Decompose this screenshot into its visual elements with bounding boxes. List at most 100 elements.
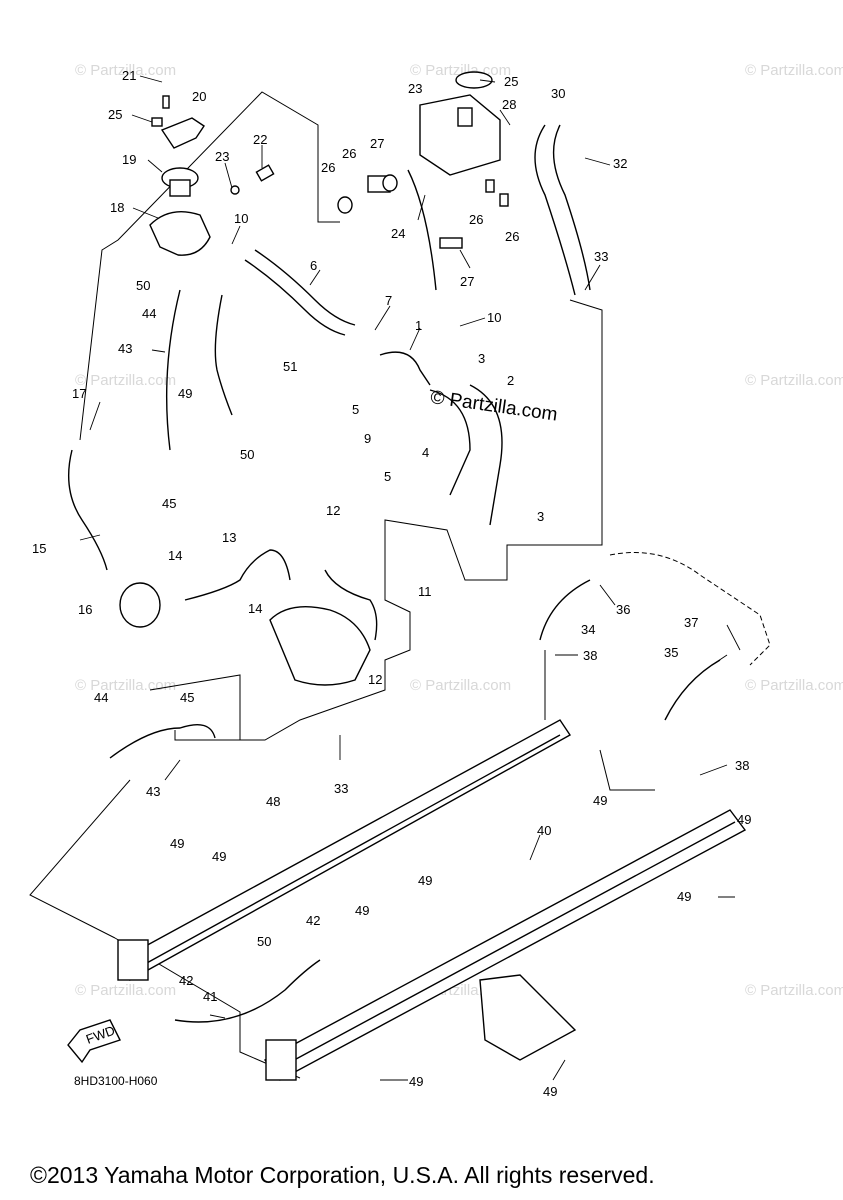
leader	[726, 624, 741, 651]
hoses	[67, 124, 771, 1023]
leader	[499, 109, 511, 126]
leader	[409, 327, 421, 351]
radiator-37-face	[124, 734, 561, 976]
leader	[584, 157, 611, 166]
hose-2	[469, 384, 503, 526]
callout: 10	[234, 211, 248, 226]
sensor	[255, 164, 275, 182]
watermark: © Partzilla.com	[745, 62, 843, 79]
callout: 43	[118, 341, 132, 356]
callout: 24	[391, 226, 405, 241]
callout: 49	[677, 889, 691, 904]
callout: 44	[94, 690, 108, 705]
callout: 42	[306, 913, 320, 928]
callout: 4	[422, 445, 429, 460]
clip	[151, 117, 163, 127]
callout: 35	[664, 645, 678, 660]
callout: 22	[253, 132, 267, 147]
hose-46	[165, 289, 181, 451]
callout: 26	[321, 160, 335, 175]
callout: 37	[684, 615, 698, 630]
right-group-line	[174, 299, 603, 741]
leader	[147, 159, 163, 173]
water-pump-assembly	[119, 582, 371, 686]
callout: 14	[248, 601, 262, 616]
callout: 40	[537, 823, 551, 838]
callout: 6	[310, 258, 317, 273]
watermark-layer: © Partzilla.com © Partzilla.com © Partzi…	[75, 62, 843, 999]
group-boundary-lines	[29, 91, 655, 1079]
callout: 13	[222, 530, 236, 545]
callout: 25	[108, 107, 122, 122]
callout: 3	[478, 351, 485, 366]
callout: 25	[504, 74, 518, 89]
callout: 49	[170, 836, 184, 851]
leader	[529, 834, 541, 861]
hose-33	[534, 124, 576, 296]
leader	[699, 764, 728, 776]
watermark: © Partzilla.com	[745, 982, 843, 999]
leader	[459, 249, 471, 269]
washer	[230, 185, 240, 195]
hose-1	[379, 351, 431, 386]
callout: 21	[122, 68, 136, 83]
callout: 49	[593, 793, 607, 808]
bolt	[499, 193, 509, 207]
callout: 36	[616, 602, 630, 617]
hose-41	[174, 959, 321, 1023]
leader	[417, 194, 426, 221]
callout: 42	[179, 973, 193, 988]
leader	[309, 269, 321, 286]
callout: 15	[32, 541, 46, 556]
diagram-code: 8HD3100-H060	[74, 1074, 158, 1088]
callout: 41	[203, 989, 217, 1004]
callout: 23	[215, 149, 229, 164]
thermostat-body	[169, 179, 191, 197]
callout: 17	[72, 386, 86, 401]
callout: 28	[502, 97, 516, 112]
tank-neck	[457, 107, 473, 127]
callout: 49	[543, 1084, 557, 1099]
callout: 51	[283, 359, 297, 374]
hose-11	[324, 569, 378, 641]
leader	[552, 1059, 566, 1081]
hose-6	[244, 259, 346, 336]
reservoir-tank	[419, 94, 501, 176]
watermark: © Partzilla.com	[745, 372, 843, 389]
watermark: © Partzilla.com	[745, 677, 843, 694]
radiator-40-inlet	[265, 1039, 297, 1081]
callout: 26	[342, 146, 356, 161]
leader	[479, 79, 496, 83]
hose-dashed-route	[609, 552, 771, 666]
callout: 16	[78, 602, 92, 617]
callout: 49	[178, 386, 192, 401]
hose-38-lower	[664, 659, 721, 721]
leader	[231, 225, 241, 245]
leader	[459, 317, 486, 327]
hose-51	[214, 294, 233, 416]
reservoir-tank-assembly	[337, 71, 509, 291]
fwd-arrow-shape	[67, 1019, 121, 1064]
callout: 33	[334, 781, 348, 796]
callout: 7	[385, 293, 392, 308]
callout: 3	[537, 509, 544, 524]
callout: 49	[212, 849, 226, 864]
bracket	[439, 237, 463, 249]
leader	[209, 1014, 226, 1019]
clamp	[382, 174, 398, 192]
callout: 14	[168, 548, 182, 563]
callout: 26	[469, 212, 483, 227]
callout: 34	[581, 622, 595, 637]
leader	[374, 305, 391, 331]
lower-left-group-line	[149, 674, 241, 740]
callout: 1	[415, 318, 422, 333]
callout: 49	[418, 873, 432, 888]
callout: 9	[364, 431, 371, 446]
callout: 2	[507, 373, 514, 388]
callout: 27	[370, 136, 384, 151]
callout: 38	[583, 648, 597, 663]
watermark: © Partzilla.com	[75, 372, 176, 389]
callout: 12	[326, 503, 340, 518]
callout: 43	[146, 784, 160, 799]
watermark: © Partzilla.com	[75, 982, 176, 999]
